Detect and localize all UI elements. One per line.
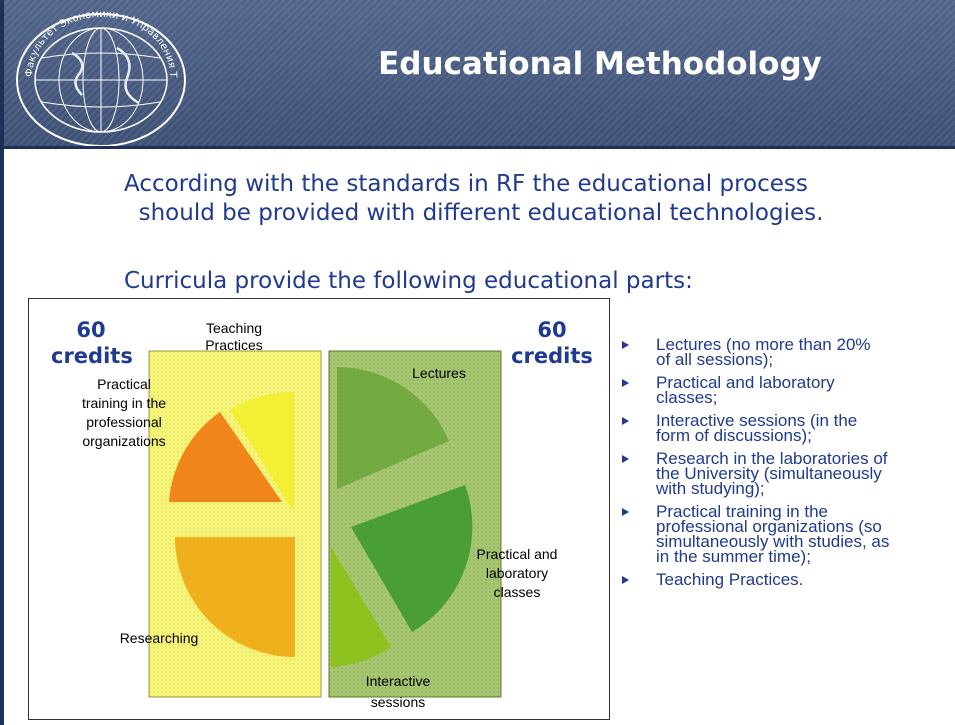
teaching-practices-slice xyxy=(230,391,294,512)
label-lectures: Lectures xyxy=(412,365,466,381)
bullet-arrow-icon xyxy=(622,379,629,387)
header-banner xyxy=(0,0,955,148)
researching-slice xyxy=(175,537,295,657)
label-teaching-practices: Teaching Practices xyxy=(205,320,263,353)
intro-text: According with the standards in RF the e… xyxy=(124,170,823,228)
practical-training-slice xyxy=(169,412,282,502)
intro-line-1: According with the standards in RF the e… xyxy=(124,171,808,197)
list-item: Teaching Practices. xyxy=(622,571,952,588)
bullet-arrow-icon xyxy=(622,576,629,584)
bullet-arrow-icon xyxy=(622,455,629,463)
bullet-arrow-icon xyxy=(622,508,629,516)
list-item: Lectures (no more than 20% of all sessio… xyxy=(622,336,952,368)
left-frame-border xyxy=(0,0,4,725)
interactive-slice xyxy=(331,547,391,667)
header-divider xyxy=(0,146,955,149)
curricula-heading: Curricula provide the following educatio… xyxy=(124,268,693,294)
left-credits: 60 credits xyxy=(51,317,133,369)
page-title: Educational Methodology xyxy=(378,46,822,82)
curricula-diagram: 60 credits 60 credits Teaching Practices… xyxy=(28,298,610,720)
right-credits: 60 credits xyxy=(507,317,597,369)
faculty-globe-logo: Факультет Экономики и Управления Террито… xyxy=(12,8,186,146)
label-practical-training: Practical training in the professional o… xyxy=(81,376,167,449)
left-credits-word: credits xyxy=(51,344,133,368)
diagram-graphic xyxy=(148,350,502,698)
intro-line-2: should be provided with different educat… xyxy=(138,200,824,226)
list-item: Interactive sessions (in the form of dis… xyxy=(622,412,952,444)
bullet-arrow-icon xyxy=(622,341,629,349)
left-credits-number: 60 xyxy=(76,318,106,342)
lectures-slice xyxy=(337,367,449,489)
right-credits-word: credits xyxy=(511,344,593,368)
list-item: Practical training in the professional o… xyxy=(622,503,952,565)
practical-lab-slice xyxy=(351,485,473,632)
label-practical-lab: Practical and laboratory classes xyxy=(476,546,558,600)
bullet-arrow-icon xyxy=(622,417,629,425)
label-interactive-sessions: Interactive sessions xyxy=(365,673,431,710)
list-item: Practical and laboratory classes; xyxy=(622,374,952,406)
list-item: Research in the laboratories of the Univ… xyxy=(622,450,952,497)
right-credits-number: 60 xyxy=(537,318,567,342)
bullet-list: Lectures (no more than 20% of all sessio… xyxy=(622,336,952,595)
label-researching: Researching xyxy=(119,630,199,646)
